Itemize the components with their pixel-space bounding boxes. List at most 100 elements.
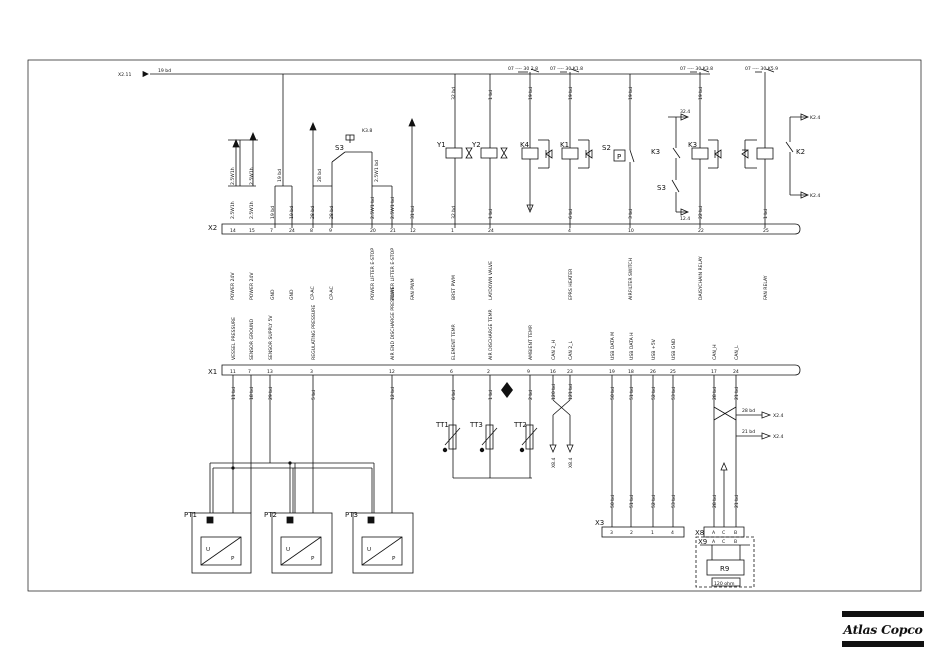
- drawing-frame: [27, 59, 922, 592]
- x1-wire-3: 5 bd: [311, 390, 317, 400]
- x3-connector: [601, 526, 685, 538]
- x2-signal-12: AIRFILTER SWITCH: [628, 258, 634, 300]
- x1-label: X1: [208, 368, 217, 376]
- k2-ref-top: K2.4: [810, 115, 820, 121]
- y2-coil: [480, 147, 498, 159]
- x2-signal-7: POWER LIFTER E-STOP: [390, 248, 396, 300]
- tt3-sensor: [485, 424, 494, 450]
- k3-label: K3: [688, 141, 697, 149]
- k2-ref-bottom: K2.4: [810, 193, 820, 199]
- x1-terminal-2: 13: [267, 369, 273, 375]
- x3-wire-0: 50 bd: [610, 495, 616, 508]
- x2-wire-14: 1 bd: [763, 209, 769, 219]
- x1-terminal-13: 25: [670, 369, 676, 375]
- x1-terminal-1: 7: [248, 369, 251, 375]
- pt3-box: [352, 512, 414, 574]
- y1-coil: [445, 147, 463, 159]
- x2-wire-high-0: 2.5W1h: [230, 167, 236, 185]
- k3-coil: [691, 147, 709, 160]
- x1-terminal-9: 23: [567, 369, 573, 375]
- s2-switch: [613, 149, 626, 162]
- x2-terminal-5: 9: [329, 228, 332, 234]
- x2-terminal-1: 15: [249, 228, 255, 234]
- x1-signal-4: AIR END DISCHARGE PRESSURE: [390, 287, 396, 360]
- x1-wire-14: 28 bd: [712, 387, 718, 400]
- x1-signal-7: AMBIENT TEMP.: [528, 325, 534, 360]
- x1-signal-12: USB +5V: [651, 338, 657, 360]
- relay-ref-4: 07 ---- 30 K5.9: [745, 66, 778, 72]
- x1-terminal-11: 18: [628, 369, 634, 375]
- top-feed-wire: 19 bd: [158, 68, 171, 74]
- x2-terminal-13: 22: [698, 228, 704, 234]
- pt3-p: P: [392, 556, 396, 562]
- k2-label: K2: [796, 148, 805, 156]
- x1-signal-3: REGULATING PRESSURE: [311, 305, 317, 360]
- atlas-copco-logo: Atlas Copco: [842, 611, 924, 651]
- x2-signal-10: LAYDOWN VALVE: [488, 261, 494, 300]
- x2-wire-high-8: 19 bd: [568, 87, 574, 100]
- can2-ref-1: X8.4: [568, 457, 574, 468]
- x1-terminal-5: 6: [450, 369, 453, 375]
- x8-x9-box: [695, 536, 755, 588]
- x2-signal-4: CP-AC: [310, 286, 316, 300]
- logo-bar-top: [842, 611, 924, 617]
- x1-wire-7: 2 bd: [528, 390, 534, 400]
- x2-wire-high-10: 19 bd: [698, 87, 704, 100]
- x2-wire-1: 2.5W1h: [249, 201, 255, 219]
- x3-pin-4: 4: [671, 530, 674, 536]
- x2-terminal-12: 10: [628, 228, 634, 234]
- x2-terminal-9: 1: [451, 228, 454, 234]
- r9-value: 120 ohm: [714, 581, 735, 587]
- can-wire-1: 28 bd: [742, 408, 755, 414]
- x2-wire-high-1: 2.5W1h: [249, 167, 255, 185]
- x1-terminal-3: 3: [310, 369, 313, 375]
- x2-wire-high-5: 32 bd: [451, 87, 457, 100]
- x8-wire-1: 21 bd: [734, 495, 740, 508]
- tt2-sensor: [525, 424, 534, 450]
- x2-terminal-strip: [221, 223, 801, 235]
- x2-signal-11: EPRS HEATER: [568, 268, 574, 300]
- x2-wire-5: 28 bd: [329, 206, 335, 219]
- x2-wire-0: 2.5W1h: [230, 201, 236, 219]
- x1-signal-13: USB GND: [671, 338, 677, 360]
- x2-signal-1: POWER 24V: [249, 272, 255, 300]
- x1-terminal-strip: [221, 364, 801, 376]
- top-feed-ref: X2.11: [118, 72, 131, 78]
- x2-wire-7: 2.5W1 bd: [390, 197, 396, 219]
- x3-pin-2: 2: [630, 530, 633, 536]
- pt3-u: U: [367, 547, 371, 553]
- x1-wire-4: 12 bd: [390, 387, 396, 400]
- x8-pin-c: C: [722, 530, 725, 536]
- x2-wire-13: 22 bd: [698, 206, 704, 219]
- x1-signal-2: SENSOR SUPPLY 5V: [268, 315, 274, 360]
- x8-pin-b: B: [734, 530, 737, 536]
- x2-wire-high-2: 19 bd: [277, 169, 283, 182]
- x8-pin-a: A: [712, 530, 716, 536]
- x2-wire-4: 28 bd: [310, 206, 316, 219]
- tt1-label: TT1: [435, 421, 449, 429]
- x8-label: X8: [695, 529, 704, 537]
- x1-signal-10: USB DATA M: [610, 332, 616, 360]
- x1-terminal-0: 11: [230, 369, 236, 375]
- can-ref-2: X2.4: [773, 434, 784, 440]
- x1-terminal-8: 16: [550, 369, 556, 375]
- k3-ref-top: 32.4: [680, 109, 690, 115]
- x3-label: X3: [595, 519, 604, 527]
- x3-wire-2: 52 bd: [651, 495, 657, 508]
- x1-signal-6: AIR DISCHARGE TEMP.: [488, 309, 494, 360]
- logo-wordmark: Atlas Copco: [843, 622, 923, 637]
- x1-signal-8: CAN 2_H: [551, 340, 557, 360]
- x1-signal-9: CAN 2_L: [568, 341, 574, 360]
- x9-label: X9: [698, 538, 707, 546]
- x1-wire-12: 52 bd: [651, 387, 657, 400]
- relay-ref-2: 07 ---- 30 K1.8: [550, 66, 583, 72]
- x2-signal-3: GND: [289, 289, 295, 300]
- x2-signal-5: CP-AC: [329, 286, 335, 300]
- x9-pin-b: B: [734, 539, 737, 545]
- x2-terminal-2: 7: [270, 228, 273, 234]
- x2-wire-high-9: 19 bd: [628, 87, 634, 100]
- x2-signal-8: FAN PWM: [410, 278, 416, 300]
- x1-signal-11: USB DATA H: [629, 332, 635, 360]
- x1-terminal-7: 9: [527, 369, 530, 375]
